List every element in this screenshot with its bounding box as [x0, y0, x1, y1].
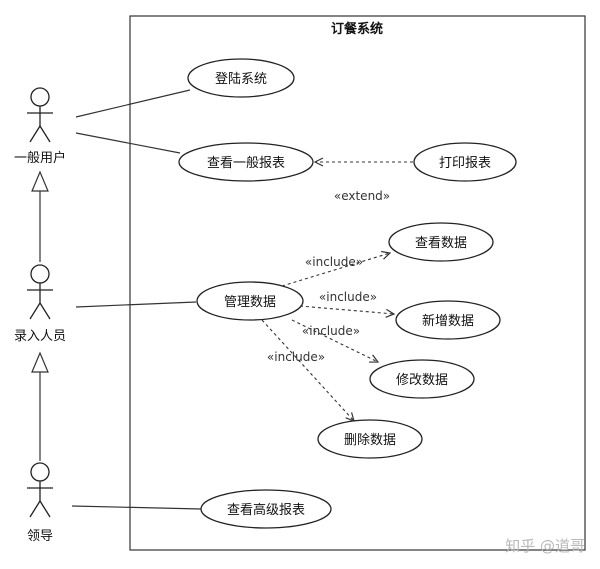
- actor-data-entry-label: 录入人员: [14, 329, 66, 344]
- watermark: 知乎 @道哥: [505, 537, 585, 555]
- include-label-delete: «include»: [267, 350, 325, 364]
- svg-text:修改数据: 修改数据: [396, 373, 448, 388]
- assoc-user-login: [75, 89, 191, 118]
- svg-text:查看高级报表: 查看高级报表: [227, 502, 305, 518]
- usecase-delete-data[interactable]: 删除数据: [317, 419, 423, 459]
- system-title: 订餐系统: [331, 21, 383, 37]
- usecase-add-data[interactable]: 新增数据: [395, 300, 501, 340]
- svg-text:登陆系统: 登陆系统: [215, 71, 267, 87]
- svg-text:删除数据: 删除数据: [344, 433, 396, 448]
- svg-text:查看数据: 查看数据: [415, 235, 467, 251]
- assoc-user-view-report: [75, 132, 181, 154]
- include-arrow-edit: [291, 319, 378, 362]
- include-arrow-delete: [261, 319, 354, 421]
- usecase-login[interactable]: 登陆系统: [187, 58, 295, 98]
- usecase-view-data[interactable]: 查看数据: [388, 222, 494, 262]
- actor-general-user-label: 一般用户: [14, 150, 66, 166]
- svg-text:查看一般报表: 查看一般报表: [207, 155, 285, 171]
- usecase-print-report[interactable]: 打印报表: [413, 142, 517, 182]
- assoc-leader-advanced-report: [71, 505, 202, 510]
- actor-data-entry[interactable]: [27, 264, 53, 320]
- actor-leader-label: 领导: [27, 529, 53, 544]
- svg-text:打印报表: 打印报表: [439, 156, 491, 171]
- generalization-leader-to-entry: [31, 351, 49, 461]
- usecase-manage-data[interactable]: 管理数据: [196, 281, 304, 321]
- include-label-view: «include»: [305, 255, 363, 269]
- system-boundary: [129, 15, 586, 551]
- actor-general-user[interactable]: [27, 87, 53, 143]
- svg-text:新增数据: 新增数据: [422, 313, 474, 329]
- generalization-entry-to-user: [31, 170, 49, 262]
- svg-text:管理数据: 管理数据: [224, 295, 276, 310]
- extend-label: «extend»: [334, 189, 390, 203]
- assoc-entry-manage-data: [75, 301, 197, 308]
- include-arrow-view: [281, 253, 390, 287]
- usecase-view-advanced-report[interactable]: 查看高级报表: [200, 489, 332, 529]
- include-label-add: «include»: [319, 290, 377, 304]
- include-arrow-add: [299, 305, 394, 314]
- usecase-view-report[interactable]: 查看一般报表: [178, 142, 314, 182]
- include-label-edit: «include»: [302, 324, 360, 338]
- actor-leader[interactable]: [27, 462, 53, 518]
- usecase-edit-data[interactable]: 修改数据: [369, 359, 475, 399]
